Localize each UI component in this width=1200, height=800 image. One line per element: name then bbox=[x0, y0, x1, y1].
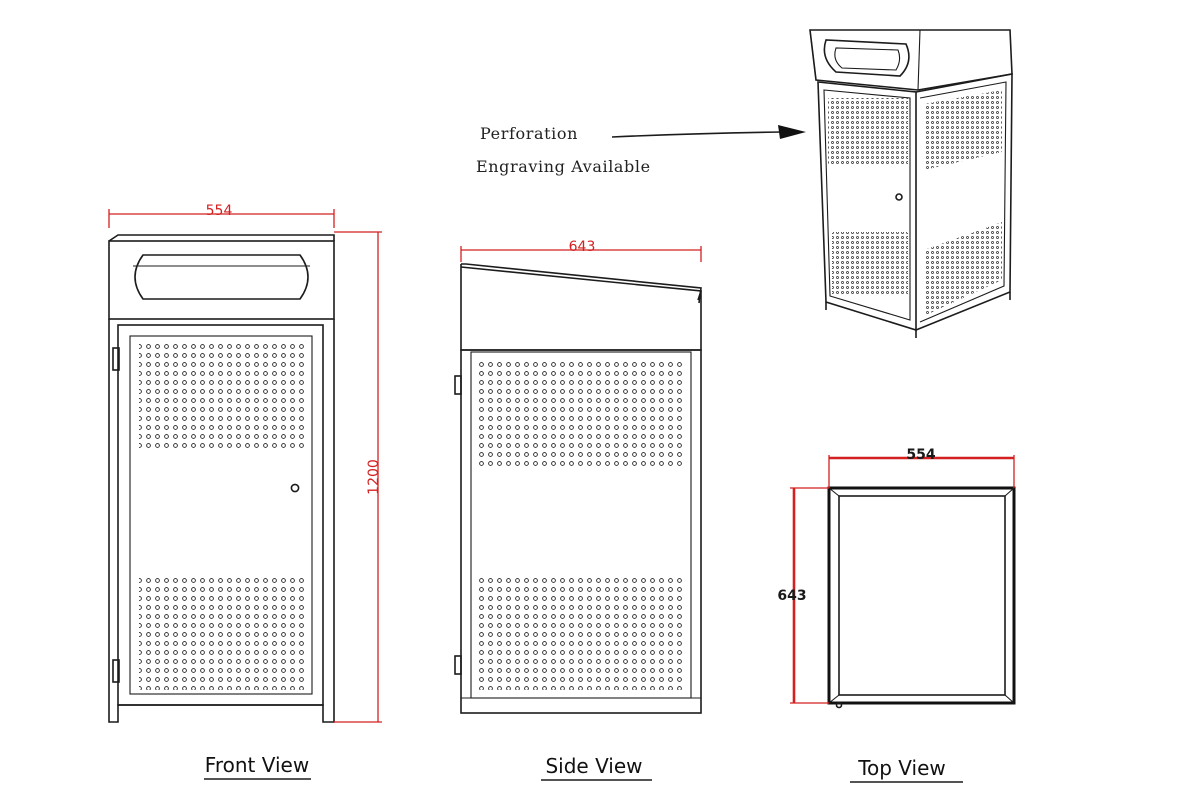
front-height-dimension: 1200 bbox=[366, 459, 382, 495]
front-width-dimension: 554 bbox=[206, 203, 233, 219]
side-perforation-top bbox=[478, 360, 686, 468]
top-view: 554 643 Top View bbox=[777, 447, 1016, 783]
iso-front-perforation-top bbox=[828, 98, 908, 166]
front-lock-icon bbox=[290, 483, 300, 493]
top-view-label: Top View bbox=[857, 756, 946, 780]
perforation-callout: Perforation Engraving Available bbox=[476, 124, 806, 176]
side-view-label: Side View bbox=[545, 754, 642, 778]
front-perforation-bottom bbox=[139, 574, 305, 690]
iso-side-perforation-bottom bbox=[924, 222, 1002, 316]
side-depth-dimension: 643 bbox=[569, 239, 596, 255]
isometric-view bbox=[809, 29, 1013, 338]
front-perforation-top bbox=[139, 340, 305, 450]
top-width-dimension: 554 bbox=[906, 447, 935, 463]
front-view-label: Front View bbox=[205, 753, 309, 777]
iso-side-perforation-top bbox=[924, 90, 1002, 170]
iso-front-perforation-bottom bbox=[832, 232, 908, 294]
callout-arrowhead bbox=[778, 125, 806, 139]
top-depth-dimension: 643 bbox=[777, 588, 806, 604]
perforation-note: Perforation bbox=[480, 124, 578, 143]
engraving-note: Engraving Available bbox=[476, 157, 651, 176]
front-view: 554 1200 Front View bbox=[108, 203, 382, 780]
side-perforation-bottom bbox=[478, 578, 686, 690]
side-view: 643 Side View bbox=[454, 239, 703, 781]
